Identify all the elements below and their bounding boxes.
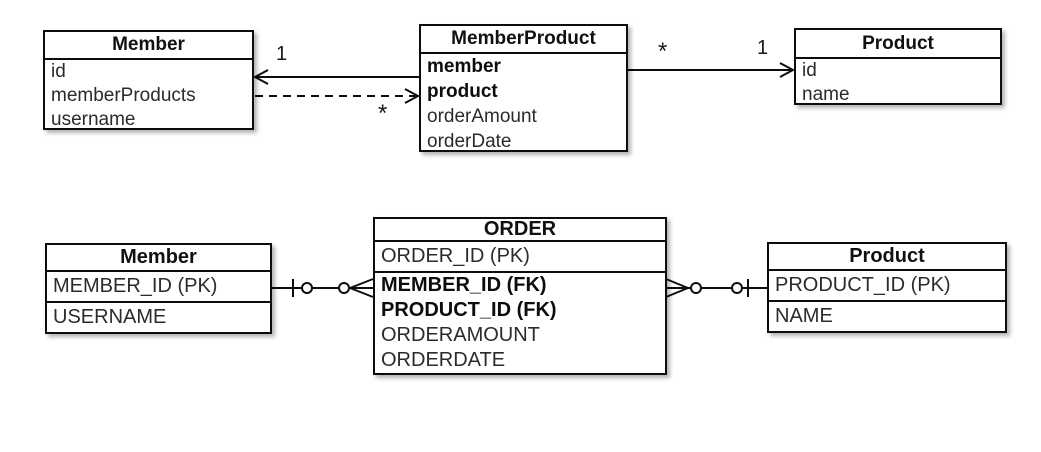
er-relation-order-product: [665, 278, 767, 298]
table-column-name: NAME: [775, 305, 833, 327]
multiplicity-label-one: 1: [757, 37, 769, 59]
table-column-username: USERNAME: [53, 306, 167, 328]
uml-class-memberproduct: MemberProduct member product orderAmount…: [419, 24, 628, 152]
class-field-orderamount: orderAmount: [427, 106, 537, 127]
table-title: Product: [769, 244, 1005, 271]
class-title: MemberProduct: [421, 26, 626, 54]
class-field-username: username: [51, 109, 136, 130]
uml-class-member: Member id memberProducts username: [43, 30, 254, 130]
uml-dashed-dependency-member-to-memberproduct: [255, 88, 421, 104]
table-column-orderamount: ORDERAMOUNT: [381, 324, 540, 346]
open-arrowhead-right-icon: [779, 62, 796, 78]
table-title: Member: [47, 245, 270, 272]
optional-circle-icon: [301, 282, 313, 294]
class-field-memberproducts: memberProducts: [51, 85, 196, 106]
optional-circle-icon: [690, 282, 702, 294]
table-column-order-id: ORDER_ID (PK): [375, 242, 665, 273]
open-arrowhead-left-icon: [252, 69, 269, 85]
table-column-member-id: MEMBER_ID (PK): [47, 272, 270, 303]
er-table-order: ORDER ORDER_ID (PK) MEMBER_ID (FK) PRODU…: [373, 217, 667, 375]
class-title: Product: [796, 30, 1000, 59]
crows-foot-icon: [349, 278, 374, 298]
multiplicity-label-many: *: [378, 100, 388, 127]
er-relation-member-order: [272, 278, 374, 298]
er-table-product: Product PRODUCT_ID (PK) NAME: [767, 242, 1007, 333]
optional-circle-icon: [338, 282, 350, 294]
crows-foot-icon: [665, 278, 689, 298]
table-column-orderdate: ORDERDATE: [381, 349, 506, 371]
table-title: ORDER: [375, 219, 665, 242]
class-field-product: product: [427, 81, 498, 102]
table-column-member-id-fk: MEMBER_ID (FK): [381, 274, 547, 296]
open-arrowhead-right-icon: [404, 88, 421, 104]
class-field-member: member: [427, 56, 501, 77]
optional-circle-icon: [731, 282, 743, 294]
class-field-id: id: [802, 60, 817, 81]
multiplicity-label-many: *: [658, 38, 668, 65]
class-field-orderdate: orderDate: [427, 131, 512, 152]
uml-association-memberproduct-to-product: [628, 62, 796, 78]
class-field-id: id: [51, 61, 66, 82]
class-field-name: name: [802, 84, 850, 105]
table-column-product-id-fk: PRODUCT_ID (FK): [381, 299, 557, 321]
multiplicity-label-one: 1: [276, 43, 288, 65]
table-column-product-id: PRODUCT_ID (PK): [769, 271, 1005, 302]
class-title: Member: [45, 32, 252, 60]
uml-association-memberproduct-to-member: [252, 69, 419, 85]
er-table-member: Member MEMBER_ID (PK) USERNAME: [45, 243, 272, 334]
uml-class-product: Product id name: [794, 28, 1002, 105]
